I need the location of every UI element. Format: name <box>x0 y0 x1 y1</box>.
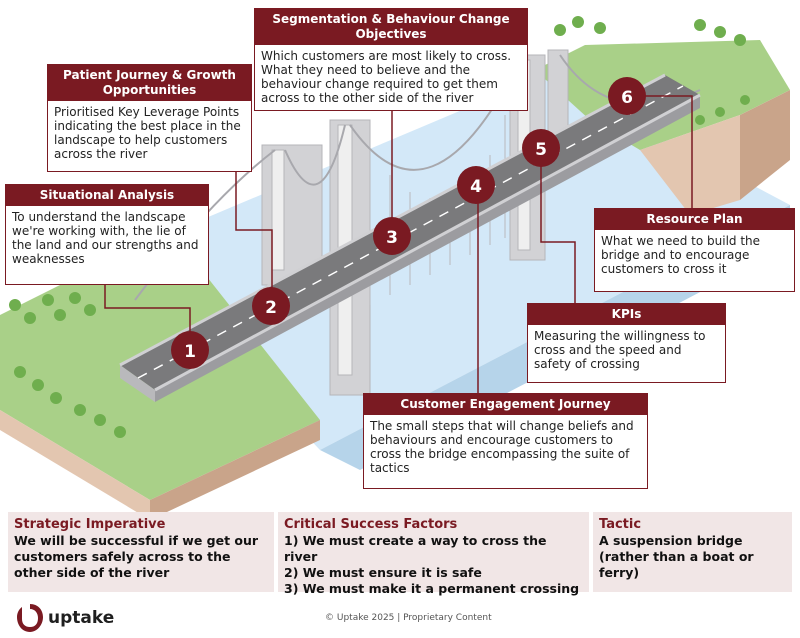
step-marker-4[interactable]: 4 <box>457 166 495 204</box>
trees-left <box>9 292 126 438</box>
strategic-imperative-panel: Strategic Imperative We will be successf… <box>8 512 274 592</box>
callout-resource-plan: Resource Plan What we need to build the … <box>594 208 795 292</box>
trees-right <box>554 16 750 125</box>
panel-text: A suspension bridge (rather than a boat … <box>599 533 754 580</box>
step-marker-5[interactable]: 5 <box>522 129 560 167</box>
callout-segmentation: Segmentation & Behaviour Change Objectiv… <box>254 8 528 111</box>
tactic-panel: Tactic A suspension bridge (rather than … <box>593 512 792 592</box>
step-number: 3 <box>386 228 398 248</box>
callout-text: What we need to build the bridge and to … <box>601 234 761 276</box>
callout-text: Prioritised Key Leverage Points indicati… <box>54 105 241 161</box>
callout-patient-journey: Patient Journey & Growth Opportunities P… <box>47 64 252 172</box>
critical-success-factors-panel: Critical Success Factors 1) We must crea… <box>278 512 589 596</box>
callout-text: To understand the landscape we're workin… <box>12 210 199 266</box>
step-number: 5 <box>535 140 547 160</box>
step-markers: 1 2 3 4 5 6 <box>171 77 646 369</box>
river <box>130 75 790 450</box>
callout-title: KPIs <box>528 304 725 325</box>
callout-text: The small steps that will change beliefs… <box>370 419 634 475</box>
callout-text: Which customers are most likely to cross… <box>261 49 512 105</box>
step-marker-3[interactable]: 3 <box>373 217 411 255</box>
brand-logo-text: uptake <box>48 608 115 628</box>
csf-item: 1) We must create a way to cross the riv… <box>284 533 547 564</box>
csf-item: 3) We must make it a permanent crossing <box>284 581 580 596</box>
callout-title: Segmentation & Behaviour Change Objectiv… <box>255 9 527 45</box>
uptake-logo-icon <box>17 604 43 632</box>
step-marker-2[interactable]: 2 <box>252 287 290 325</box>
leader-lines <box>104 95 693 393</box>
panel-title: Critical Success Factors <box>284 517 458 532</box>
callout-title: Situational Analysis <box>6 185 208 206</box>
callout-title: Patient Journey & Growth Opportunities <box>48 65 251 101</box>
csf-item: 2) We must ensure it is safe <box>284 565 482 580</box>
step-number: 6 <box>621 88 633 108</box>
step-marker-1[interactable]: 1 <box>171 331 209 369</box>
step-marker-6[interactable]: 6 <box>608 77 646 115</box>
panel-text: We will be successful if we get our cust… <box>14 533 259 580</box>
callout-text: Measuring the willingness to cross and t… <box>534 329 706 371</box>
step-number: 4 <box>470 177 482 197</box>
callout-kpis: KPIs Measuring the willingness to cross … <box>527 303 726 383</box>
callout-customer-engagement: Customer Engagement Journey The small st… <box>363 393 648 489</box>
step-number: 2 <box>265 298 277 318</box>
panel-title: Tactic <box>599 517 642 532</box>
copyright-text: © Uptake 2025 | Proprietary Content <box>325 613 492 623</box>
callout-title: Resource Plan <box>595 209 794 230</box>
step-number: 1 <box>184 342 196 362</box>
callout-title: Customer Engagement Journey <box>364 394 647 415</box>
panel-title: Strategic Imperative <box>14 517 166 532</box>
callout-situational-analysis: Situational Analysis To understand the l… <box>5 184 209 285</box>
